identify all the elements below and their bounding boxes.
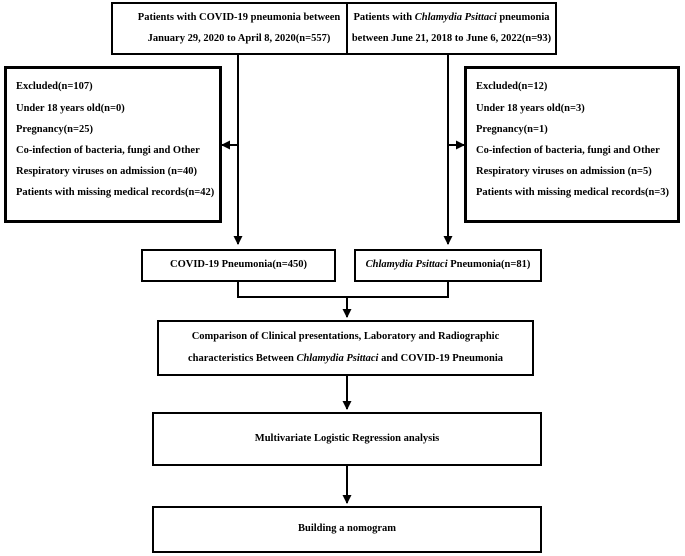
comparison-box: Comparison of Clinical presentations, La… — [157, 320, 534, 376]
covid-excluded-item: Respiratory viruses on admission (n=40) — [16, 166, 197, 177]
nomogram-box: Building a nomogram — [152, 506, 542, 553]
psittaci-excluded-item: Pregnancy(n=1) — [476, 124, 548, 135]
psittaci-source-suffix: pneumonia — [496, 11, 550, 23]
comparison-line2: characteristics Between Chlamydia Psitta… — [188, 352, 503, 365]
psittaci-source-organism: Chlamydia Psittaci — [414, 11, 497, 23]
covid-included-box: COVID-19 Pneumonia(n=450) — [141, 249, 336, 282]
covid-excluded-box: Excluded(n=107) Under 18 years old(n=0) … — [4, 66, 222, 223]
psittaci-included-organism: Chlamydia Psittaci — [365, 259, 448, 271]
psittaci-source-line2: between June 21, 2018 to June 6, 2022(n=… — [351, 33, 552, 44]
psittaci-excluded-box: Excluded(n=12) Under 18 years old(n=3) P… — [464, 66, 680, 223]
psittaci-source-box: Patients with Chlamydia Psittaci pneumon… — [346, 2, 557, 55]
psittaci-source-line1: Patients with Chlamydia Psittaci pneumon… — [353, 11, 550, 24]
covid-excluded-item: Excluded(n=107) — [16, 81, 93, 92]
covid-excluded-item: Patients with missing medical records(n=… — [16, 187, 215, 198]
psittaci-source-prefix: Patients with — [353, 11, 415, 23]
comparison-line2-suffix: and COVID-19 Pneumonia — [378, 352, 503, 364]
covid-excluded-item: Pregnancy(n=25) — [16, 124, 93, 135]
covid-source-line2: January 29, 2020 to April 8, 2020(n=557) — [147, 33, 331, 44]
covid-excluded-item: Co-infection of bacteria, fungi and Othe… — [16, 145, 200, 156]
regression-box: Multivariate Logistic Regression analysi… — [152, 412, 542, 466]
psittaci-included-suffix: Pneumonia(n=81) — [447, 259, 531, 271]
psittaci-excluded-item: Excluded(n=12) — [476, 81, 548, 92]
nomogram-text: Building a nomogram — [297, 523, 397, 535]
comparison-line2-prefix: characteristics Between — [188, 352, 297, 364]
psittaci-included-box: Chlamydia Psittaci Pneumonia(n=81) — [354, 249, 542, 282]
comparison-organism: Chlamydia Psittaci — [296, 352, 379, 364]
covid-excluded-item: Under 18 years old(n=0) — [16, 103, 125, 114]
psittaci-excluded-item: Patients with missing medical records(n=… — [476, 187, 670, 198]
covid-source-box: Patients with COVID-19 pneumonia between… — [111, 2, 367, 55]
regression-text: Multivariate Logistic Regression analysi… — [254, 432, 440, 444]
psittaci-excluded-item: Respiratory viruses on admission (n=5) — [476, 166, 652, 177]
psittaci-included-text: Chlamydia Psittaci Pneumonia(n=81) — [366, 260, 531, 271]
psittaci-excluded-item: Co-infection of bacteria, fungi and Othe… — [476, 145, 660, 156]
covid-included-text: COVID-19 Pneumonia(n=450) — [170, 259, 307, 271]
connector-merge — [237, 282, 449, 298]
psittaci-excluded-item: Under 18 years old(n=3) — [476, 103, 585, 114]
covid-source-line1: Patients with COVID-19 pneumonia between — [137, 11, 341, 23]
comparison-line1: Comparison of Clinical presentations, La… — [191, 331, 500, 342]
